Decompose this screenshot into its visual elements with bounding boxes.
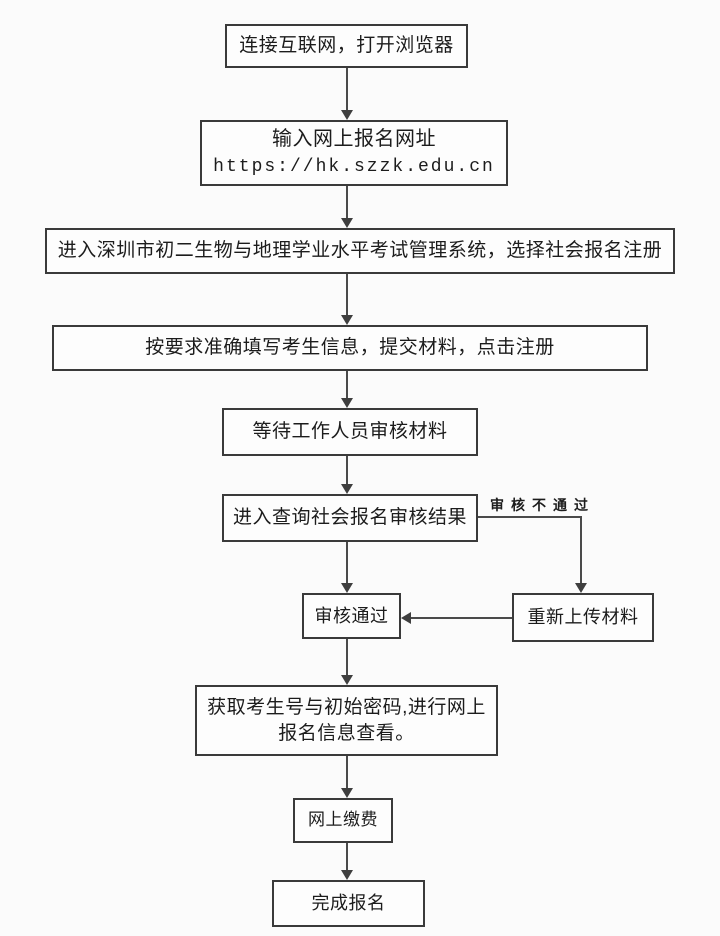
node-connect-internet: 连接互联网，打开浏览器 [225, 24, 468, 68]
connector-8-arrowhead [341, 788, 353, 798]
connector-2-arrowhead [341, 218, 353, 228]
connector-7-arrowhead [341, 675, 353, 685]
node-connect-internet-label: 连接互联网，打开浏览器 [239, 35, 454, 57]
node-finish-label: 完成报名 [311, 893, 386, 914]
node-fill-info-label: 按要求准确填写考生信息，提交材料，点击注册 [145, 337, 555, 359]
node-query-result: 进入查询社会报名审核结果 [222, 494, 478, 542]
node-pay-online: 网上缴费 [293, 798, 393, 843]
connector-3-line [346, 274, 348, 316]
node-enter-url: 输入网上报名网址 https://hk.szzk.edu.cn [200, 120, 508, 186]
return-arrow-line [409, 617, 512, 619]
connector-9-arrowhead [341, 870, 353, 880]
connector-6-arrowhead [341, 583, 353, 593]
node-enter-system-label: 进入深圳市初二生物与地理学业水平考试管理系统，选择社会报名注册 [57, 240, 663, 262]
node-enter-system: 进入深圳市初二生物与地理学业水平考试管理系统，选择社会报名注册 [45, 228, 675, 274]
node-review-passed: 审核通过 [302, 593, 401, 639]
connector-5-arrowhead [341, 484, 353, 494]
connector-5-line [346, 456, 348, 485]
connector-1-line [346, 68, 348, 111]
connector-6-line [346, 542, 348, 584]
connector-1-arrowhead [341, 110, 353, 120]
node-reupload-materials: 重新上传材料 [512, 593, 654, 642]
node-review-passed-label: 审核通过 [314, 605, 389, 626]
node-get-credentials-label: 获取考生号与初始密码,进行网上报名信息查看。 [207, 696, 486, 744]
registration-url-text: https://hk.szzk.edu.cn [213, 157, 495, 178]
node-query-result-label: 进入查询社会报名审核结果 [232, 507, 467, 529]
connector-8-line [346, 756, 348, 789]
connector-7-line [346, 639, 348, 676]
node-enter-url-label: 输入网上报名网址 [272, 128, 436, 151]
edge-label-review-failed: 审核不通过 [490, 497, 595, 513]
node-reupload-materials-label: 重新上传材料 [527, 607, 639, 628]
connector-4-arrowhead [341, 398, 353, 408]
connector-3-arrowhead [341, 315, 353, 325]
connector-9-line [346, 843, 348, 871]
node-get-credentials: 获取考生号与初始密码,进行网上报名信息查看。 [195, 685, 498, 756]
node-fill-info: 按要求准确填写考生信息，提交材料，点击注册 [52, 325, 648, 371]
branch-review-failed-arrowhead [575, 583, 587, 593]
node-pay-online-label: 网上缴费 [308, 810, 378, 830]
return-arrowhead [401, 612, 411, 624]
branch-review-failed-vline [580, 516, 582, 584]
node-finish: 完成报名 [272, 880, 425, 927]
node-wait-review-label: 等待工作人员审核材料 [252, 421, 448, 443]
connector-4-line [346, 371, 348, 399]
node-wait-review: 等待工作人员审核材料 [222, 408, 478, 456]
branch-review-failed-hline [478, 516, 582, 518]
connector-2-line [346, 186, 348, 219]
